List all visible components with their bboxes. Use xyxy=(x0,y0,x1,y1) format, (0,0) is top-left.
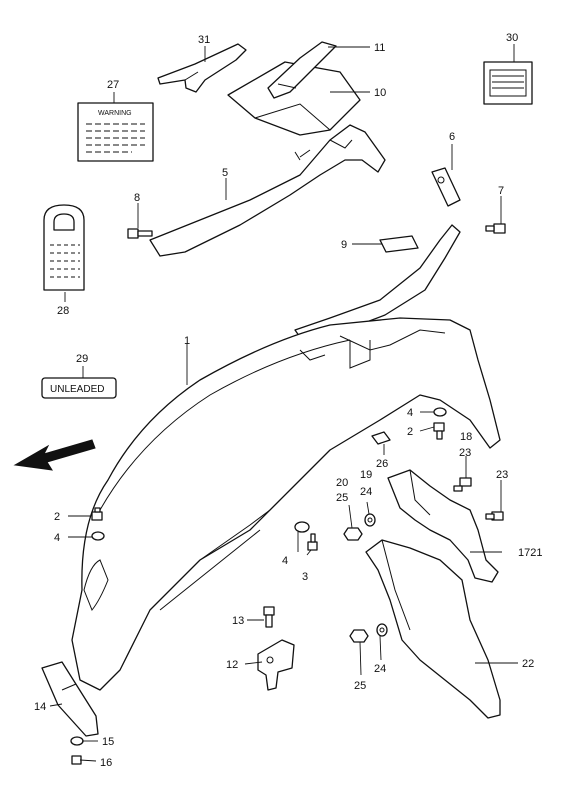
part-25-nut-lower[interactable] xyxy=(349,629,369,643)
front-direction-arrow-icon xyxy=(13,439,96,471)
callout-numbers: 31 11 10 27 30 6 5 7 8 9 28 29 1 4 2 26 … xyxy=(34,32,542,769)
part-29-unleaded-decal[interactable]: UNLEADED xyxy=(41,377,117,399)
callout-29[interactable]: 29 xyxy=(76,353,88,365)
callout-4-upper[interactable]: 4 xyxy=(407,407,413,419)
callout-16[interactable]: 16 xyxy=(100,757,112,769)
part-16-bolt[interactable] xyxy=(71,755,82,765)
callout-1[interactable]: 1 xyxy=(184,335,190,347)
callout-22[interactable]: 22 xyxy=(522,658,534,670)
callout-2-left[interactable]: 2 xyxy=(54,511,60,523)
callout-30[interactable]: 30 xyxy=(506,32,518,44)
callout-7[interactable]: 7 xyxy=(498,185,504,197)
callout-3[interactable]: 3 xyxy=(302,571,308,583)
callout-23-upper[interactable]: 23 xyxy=(459,447,471,459)
part-2-bolt-left[interactable] xyxy=(91,507,103,521)
callout-10[interactable]: 10 xyxy=(374,87,386,99)
callout-19[interactable]: 19 xyxy=(360,469,372,481)
leader-lines xyxy=(49,44,518,762)
part-22-mud-flap[interactable] xyxy=(365,539,501,719)
part-17-21-flap-bracket[interactable] xyxy=(387,469,499,583)
part-20-25-nut[interactable] xyxy=(343,527,363,541)
callout-11[interactable]: 11 xyxy=(374,42,385,54)
callout-18[interactable]: 18 xyxy=(460,431,472,443)
callout-8[interactable]: 8 xyxy=(134,192,140,204)
callout-28[interactable]: 28 xyxy=(57,305,69,317)
part-5-frame-rail[interactable] xyxy=(149,124,386,257)
callout-25-lower[interactable]: 25 xyxy=(354,680,366,692)
part-30-label[interactable] xyxy=(483,61,533,105)
part-7-bolt[interactable] xyxy=(485,223,506,234)
part-11-strap[interactable] xyxy=(267,41,337,99)
callout-15[interactable]: 15 xyxy=(102,736,114,748)
part-8-bolt[interactable] xyxy=(127,228,153,239)
callout-31[interactable]: 31 xyxy=(198,34,210,46)
callout-4-left[interactable]: 4 xyxy=(54,532,60,544)
part-3-bolt[interactable] xyxy=(307,533,318,551)
callout-26[interactable]: 26 xyxy=(376,458,388,470)
callout-12[interactable]: 12 xyxy=(226,659,238,671)
callout-4-center[interactable]: 4 xyxy=(282,555,288,567)
callout-6[interactable]: 6 xyxy=(449,131,455,143)
part-26-pad[interactable] xyxy=(371,431,391,445)
callout-20[interactable]: 20 xyxy=(336,477,348,489)
part-23-bolt-right[interactable] xyxy=(485,511,504,521)
callout-24-upper[interactable]: 24 xyxy=(360,486,372,498)
callout-9[interactable]: 9 xyxy=(341,239,347,251)
callout-2-upper[interactable]: 2 xyxy=(407,426,413,438)
part-12-clip[interactable] xyxy=(257,639,295,691)
callout-14[interactable]: 14 xyxy=(34,701,46,713)
part-1-rear-fender[interactable] xyxy=(71,317,501,691)
part-18-23-bolt[interactable] xyxy=(453,477,472,492)
warning-label-text: WARNING xyxy=(98,110,132,117)
part-27-warning-label[interactable]: WARNING xyxy=(77,102,154,162)
callout-13[interactable]: 13 xyxy=(232,615,244,627)
part-4-washer-upper[interactable] xyxy=(433,407,447,417)
callout-25-upper[interactable]: 25 xyxy=(336,492,348,504)
part-6-rear-bracket[interactable] xyxy=(294,167,461,341)
part-28-fuel-tag[interactable] xyxy=(43,204,85,291)
callout-24-lower[interactable]: 24 xyxy=(374,663,386,675)
part-24-washer-lower[interactable] xyxy=(376,623,388,637)
callout-5[interactable]: 5 xyxy=(222,167,228,179)
callout-27[interactable]: 27 xyxy=(107,79,119,91)
part-15-washer[interactable] xyxy=(70,736,84,746)
unleaded-decal-text: UNLEADED xyxy=(50,384,104,395)
part-2-bolt-upper[interactable] xyxy=(433,422,445,440)
part-13-bolt[interactable] xyxy=(263,606,275,628)
part-31-bracket[interactable] xyxy=(157,43,247,93)
part-4-washer-left[interactable] xyxy=(91,531,105,541)
callout-23-right[interactable]: 23 xyxy=(496,469,508,481)
callout-17-21[interactable]: 1721 xyxy=(518,547,542,559)
part-4-grommet-center[interactable] xyxy=(294,521,310,533)
part-19-24-washer[interactable] xyxy=(364,513,376,527)
